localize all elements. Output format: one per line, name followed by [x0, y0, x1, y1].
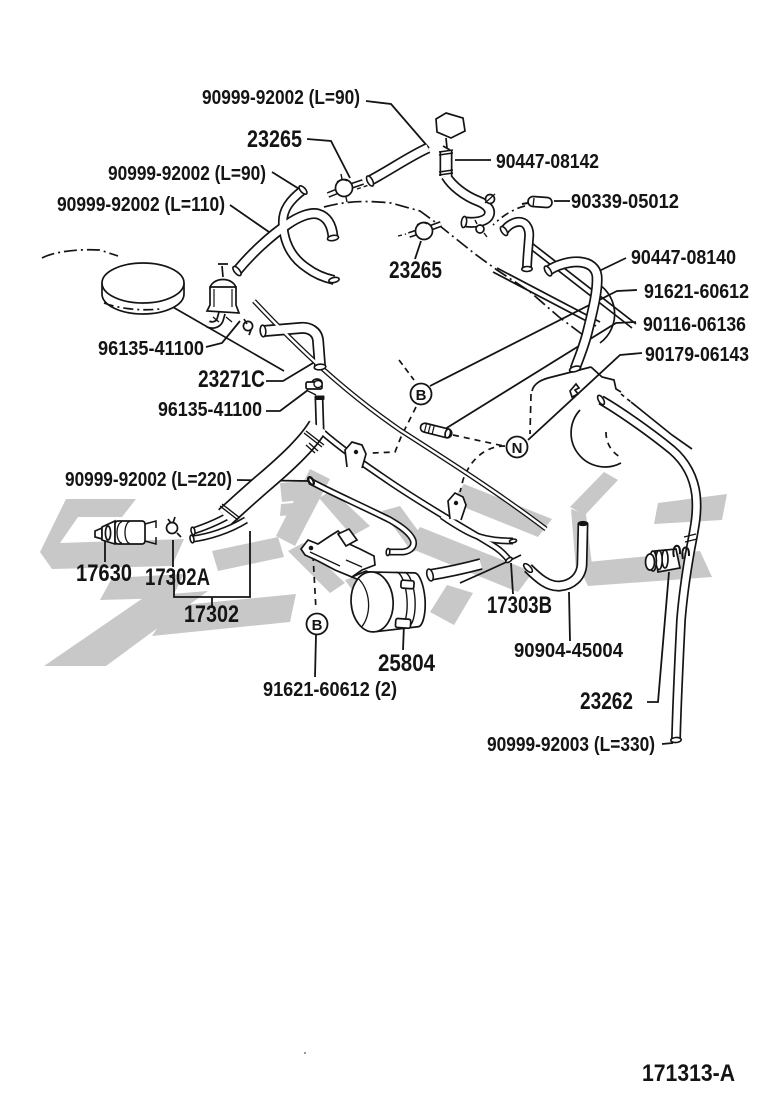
- svg-text:90447-08140: 90447-08140: [631, 247, 736, 269]
- svg-text:23265: 23265: [389, 257, 442, 284]
- svg-text:B: B: [312, 617, 323, 634]
- svg-text:17630: 17630: [76, 560, 132, 587]
- svg-text:90179-06143: 90179-06143: [645, 344, 749, 366]
- svg-text:90999-92003 (L=330): 90999-92003 (L=330): [487, 734, 655, 756]
- svg-text:23271C: 23271C: [198, 366, 265, 393]
- svg-text:25804: 25804: [378, 650, 436, 677]
- svg-text:90999-92002 (L=90): 90999-92002 (L=90): [108, 163, 266, 185]
- svg-text:17302: 17302: [184, 601, 239, 628]
- svg-text:90999-92002 (L=110): 90999-92002 (L=110): [57, 194, 225, 216]
- svg-text:96135-41100: 96135-41100: [158, 399, 262, 421]
- svg-text:90116-06136: 90116-06136: [643, 314, 746, 336]
- svg-text:171313-A: 171313-A: [642, 1060, 735, 1087]
- svg-text:91621-60612: 91621-60612: [644, 281, 749, 303]
- svg-text:90999-92002 (L=220): 90999-92002 (L=220): [65, 469, 232, 491]
- svg-text:N: N: [512, 440, 523, 457]
- svg-text:90339-05012: 90339-05012: [571, 191, 679, 213]
- svg-text:23265: 23265: [247, 126, 302, 153]
- svg-text:17302A: 17302A: [145, 564, 210, 591]
- svg-text:90999-92002 (L=90): 90999-92002 (L=90): [202, 87, 360, 109]
- svg-text:23262: 23262: [580, 688, 633, 715]
- svg-text:90447-08142: 90447-08142: [496, 151, 599, 173]
- svg-text:91621-60612 (2): 91621-60612 (2): [263, 679, 397, 701]
- svg-text:90904-45004: 90904-45004: [514, 640, 624, 662]
- svg-text:B: B: [416, 387, 427, 404]
- svg-text:96135-41100: 96135-41100: [98, 338, 204, 360]
- svg-text:17303B: 17303B: [487, 592, 552, 619]
